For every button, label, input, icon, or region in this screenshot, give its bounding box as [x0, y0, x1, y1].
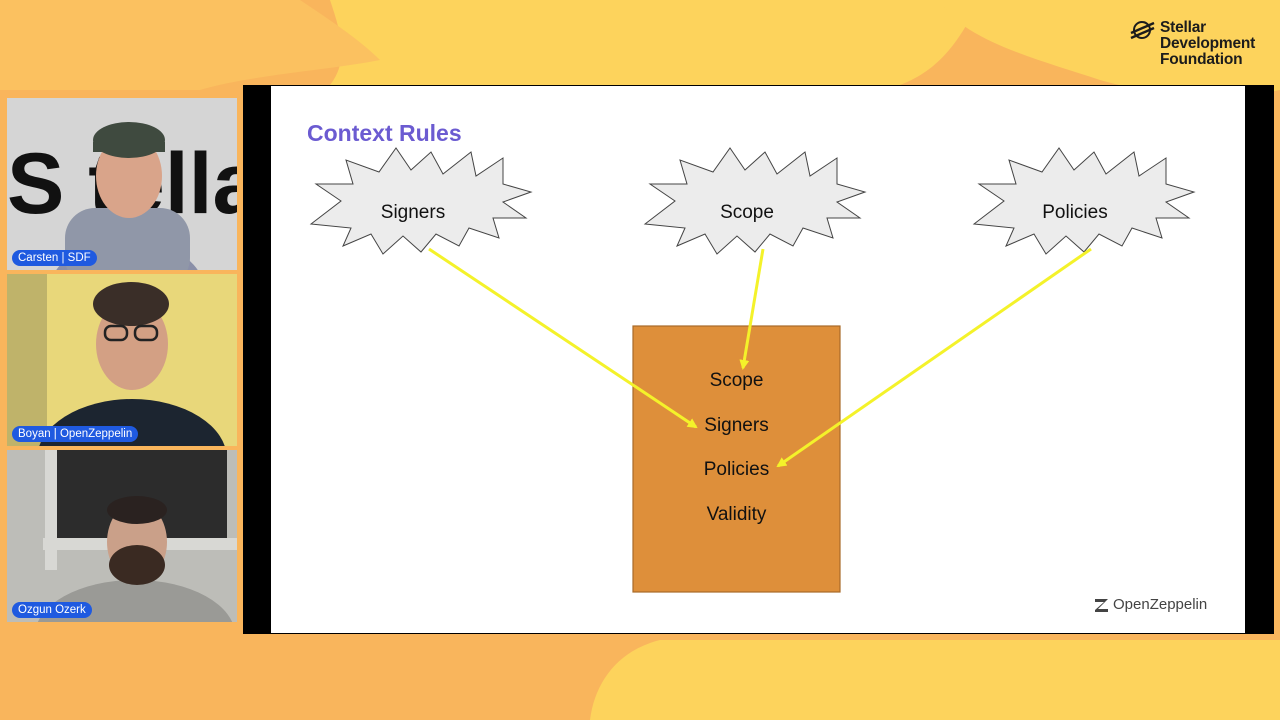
- burst-signers: [309, 147, 533, 255]
- participant-name: Ozgun Ozerk: [12, 602, 92, 618]
- slide-title: Context Rules: [307, 120, 462, 146]
- arrow-scope-to-box: [739, 248, 765, 370]
- arrow-signers-to-box: [428, 247, 698, 429]
- burst-policies: [972, 147, 1196, 255]
- participant-tile-ozgun[interactable]: Ozgun Ozerk: [7, 450, 237, 622]
- slide-diagram: [309, 147, 1196, 593]
- arrow-policies-to-box: [776, 247, 1092, 468]
- video-feed: [7, 274, 237, 446]
- video-feed: [7, 450, 237, 622]
- burst-label: Signers: [380, 202, 446, 223]
- burst-label: Policies: [1042, 202, 1108, 223]
- participant-tile-carsten[interactable]: S tella Carsten | SDF: [7, 98, 237, 270]
- participant-name: Boyan | OpenZeppelin: [12, 426, 139, 442]
- burst-label: Scope: [720, 202, 774, 223]
- stellar-brand: Stellar Development Foundation: [1130, 18, 1270, 70]
- video-feed: S tella: [7, 98, 237, 270]
- participant-name: Carsten | SDF: [12, 250, 97, 266]
- presentation-slide: Context Rules Signers Scope Policies Sco…: [271, 86, 1245, 633]
- box-item: Policies: [703, 459, 770, 480]
- brand-name: Stellar Development Foundation: [1160, 19, 1256, 68]
- box-item: Signers: [704, 415, 769, 436]
- stellar-logo-icon: [1130, 21, 1155, 40]
- context-rule-box: [632, 325, 841, 593]
- context-rule-items: Scope Signers Policies Validity: [633, 326, 840, 592]
- openzeppelin-icon: [1095, 599, 1108, 612]
- openzeppelin-wordmark: OpenZeppelin: [1113, 596, 1208, 613]
- participant-tile-boyan[interactable]: Boyan | OpenZeppelin: [7, 274, 237, 446]
- burst-scope: [643, 147, 867, 255]
- box-item: Validity: [706, 504, 767, 525]
- box-item: Scope: [709, 370, 764, 391]
